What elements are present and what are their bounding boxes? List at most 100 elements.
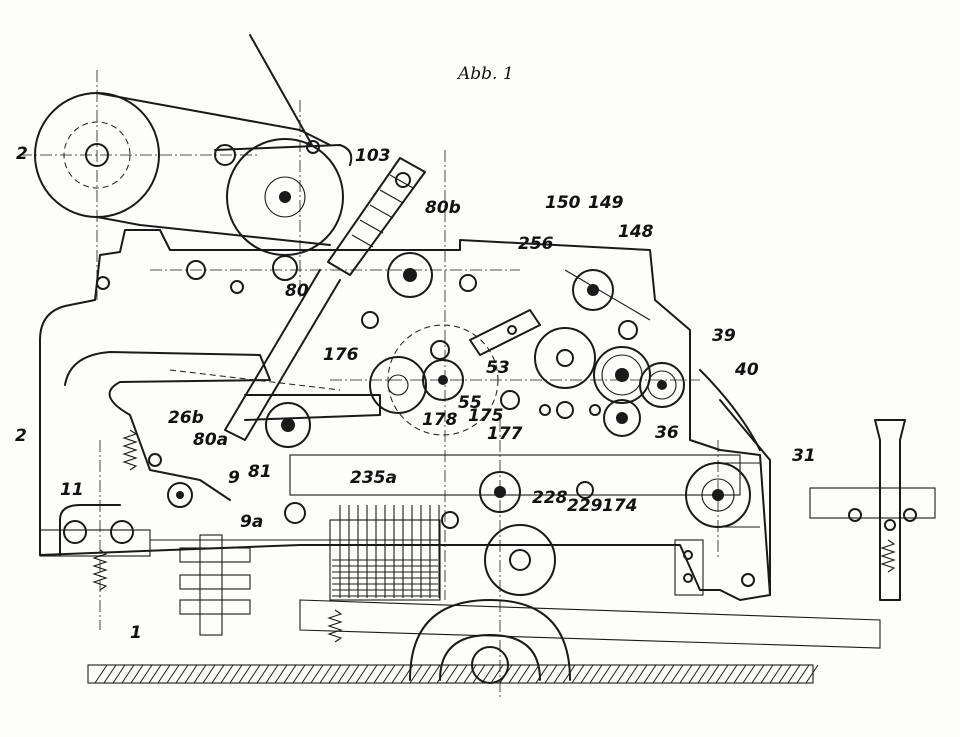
spring-comb [329,505,441,601]
hatch-line [355,664,369,684]
gear-cluster-39-40 [593,346,761,451]
hatch-line [229,664,243,684]
label-229: 229 [567,496,603,516]
hatch-line [121,664,135,684]
frame-pins [96,260,638,416]
label-9a: 9a [240,512,264,532]
hatch-line [760,664,774,684]
hatch-line [697,664,711,684]
hatch-line [427,664,441,684]
hatch-line [751,664,765,684]
hatch-line [733,664,747,684]
label-80: 80 [285,281,309,301]
hatch-line [517,664,531,684]
bracket-right [674,539,755,596]
link-256 [469,309,541,356]
hatch-line [148,664,162,684]
hatch-line [373,664,387,684]
label-235a: 235a [350,468,397,488]
hatch-line [247,664,261,684]
hatch-line [463,664,477,684]
hatch-line [526,664,540,684]
hatch-line [202,664,216,684]
label-175: 175 [468,406,504,426]
hatch-line [193,664,207,684]
hatch-line [211,664,225,684]
hatch-line [598,664,612,684]
hatch-line [418,664,432,684]
label-36: 36 [655,423,679,443]
label-177: 177 [487,424,523,444]
label-31: 31 [792,446,816,466]
hatch-line [571,664,585,684]
adjusting-screws [179,534,251,636]
hatch-line [643,664,657,684]
label-228: 228 [532,488,568,508]
label-149: 149 [588,193,624,213]
hatch-line [310,664,324,684]
hatch-line [292,664,306,684]
label-2-top: 2 [16,144,28,164]
hatch-line [616,664,630,684]
hatch-line [553,664,567,684]
main-frame [39,229,771,601]
hatch-line [175,664,189,684]
hatch-line [220,664,234,684]
hatch-line [544,664,558,684]
label-1: 1 [130,623,142,643]
hatch-line [139,664,153,684]
hatch-line [238,664,252,684]
label-174: 174 [602,496,638,516]
label-150: 150 [545,193,581,213]
hatch-line [724,664,738,684]
base-plate [87,664,819,684]
label-178: 178 [422,410,458,430]
lever-80a [169,369,381,448]
hatch-line [625,664,639,684]
label-176: 176 [323,345,359,365]
hatch-line [589,664,603,684]
label-39: 39 [712,326,736,346]
hatch-line [634,664,648,684]
hatch-line [652,664,666,684]
hatch-line [283,664,297,684]
hatch-line [472,664,486,684]
hatch-line [319,664,333,684]
hatch-line [670,664,684,684]
roller-149 [564,269,651,321]
label-81: 81 [248,462,272,482]
hatch-line [391,664,405,684]
cam-wheel-103 [214,34,353,300]
hatch-line [94,664,108,684]
hatch-line [301,664,315,684]
label-80b: 80b [425,198,461,218]
hatch-line [265,664,279,684]
hatch-line [337,664,351,684]
hatch-line [661,664,675,684]
springs [92,429,896,643]
hatch-line [679,664,693,684]
label-256: 256 [518,234,554,254]
hatch-line [607,664,621,684]
hatch-line [382,664,396,684]
hatch-line [112,664,126,684]
label-11: 11 [60,480,84,500]
hatch-line [166,664,180,684]
label-26b: 26b [168,408,204,428]
hatch-line [364,664,378,684]
label-55: 55 [458,393,482,413]
hatch-line [580,664,594,684]
hatch-line [184,664,198,684]
right-rail [809,419,936,601]
hatch-line [805,664,819,684]
hatch-line [688,664,702,684]
hatch-line [256,664,270,684]
label-80a: 80a [193,430,229,450]
hatch-line [706,664,720,684]
hatch-line [508,664,522,684]
label-53: 53 [486,358,510,378]
label-40: 40 [735,360,759,380]
center-lines [150,150,719,700]
top-left-drum [20,70,331,300]
